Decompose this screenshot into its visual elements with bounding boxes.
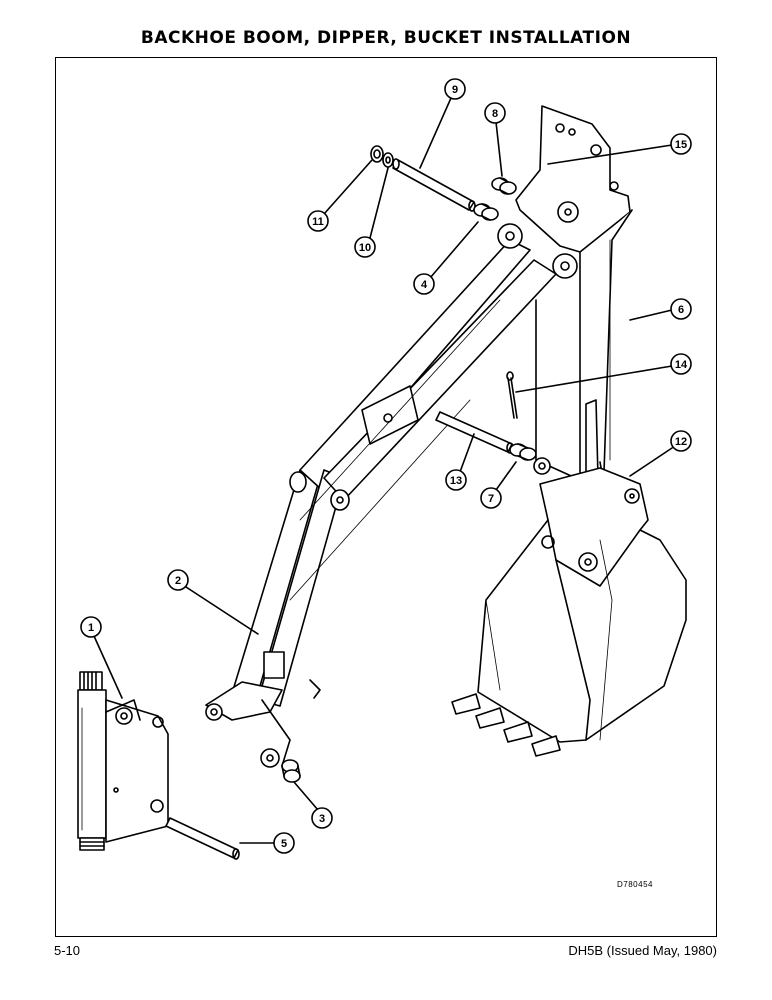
drawing-id: D780454: [617, 880, 653, 889]
callout-2: 2: [175, 575, 181, 587]
pivot-bushing: [509, 443, 537, 461]
callout-1: 1: [88, 622, 94, 634]
dipper-pivot-pin: [435, 411, 514, 454]
callout-9: 9: [452, 84, 458, 96]
drawing-frame: [55, 57, 717, 937]
callout-14: 14: [675, 359, 688, 371]
dipper: [515, 105, 633, 503]
callout-12: 12: [675, 436, 687, 448]
document-reference: DH5B (Issued May, 1980): [568, 943, 717, 958]
callout-8: 8: [492, 108, 498, 120]
boom-bottom-bushing: [281, 759, 301, 783]
bucket: [451, 467, 687, 757]
callout-6: 6: [678, 304, 684, 316]
link-pin: [392, 158, 476, 212]
callout-13: 13: [450, 475, 462, 487]
bushing-8: [491, 177, 517, 195]
callout-5: 5: [281, 838, 287, 850]
callouts: 1 2 3 4 5 6 7 8 9 10: [80, 78, 692, 854]
callout-10: 10: [359, 242, 371, 254]
boom-top-hub: [497, 201, 579, 279]
page-title: BACKHOE BOOM, DIPPER, BUCKET INSTALLATIO…: [140, 28, 632, 48]
callout-15: 15: [675, 139, 687, 151]
callout-4: 4: [421, 279, 428, 291]
callout-7: 7: [488, 493, 494, 505]
swing-pin: [165, 817, 240, 860]
page-number: 5-10: [54, 943, 81, 958]
cotter-pin: [506, 371, 518, 419]
shim-washer-10: [382, 152, 394, 168]
shim-washer-11: [370, 145, 384, 163]
callout-3: 3: [319, 813, 325, 825]
bushing-4: [473, 203, 499, 221]
swing-post-bracket: [77, 671, 169, 851]
boom: [205, 239, 557, 768]
callout-11: 11: [312, 216, 324, 228]
